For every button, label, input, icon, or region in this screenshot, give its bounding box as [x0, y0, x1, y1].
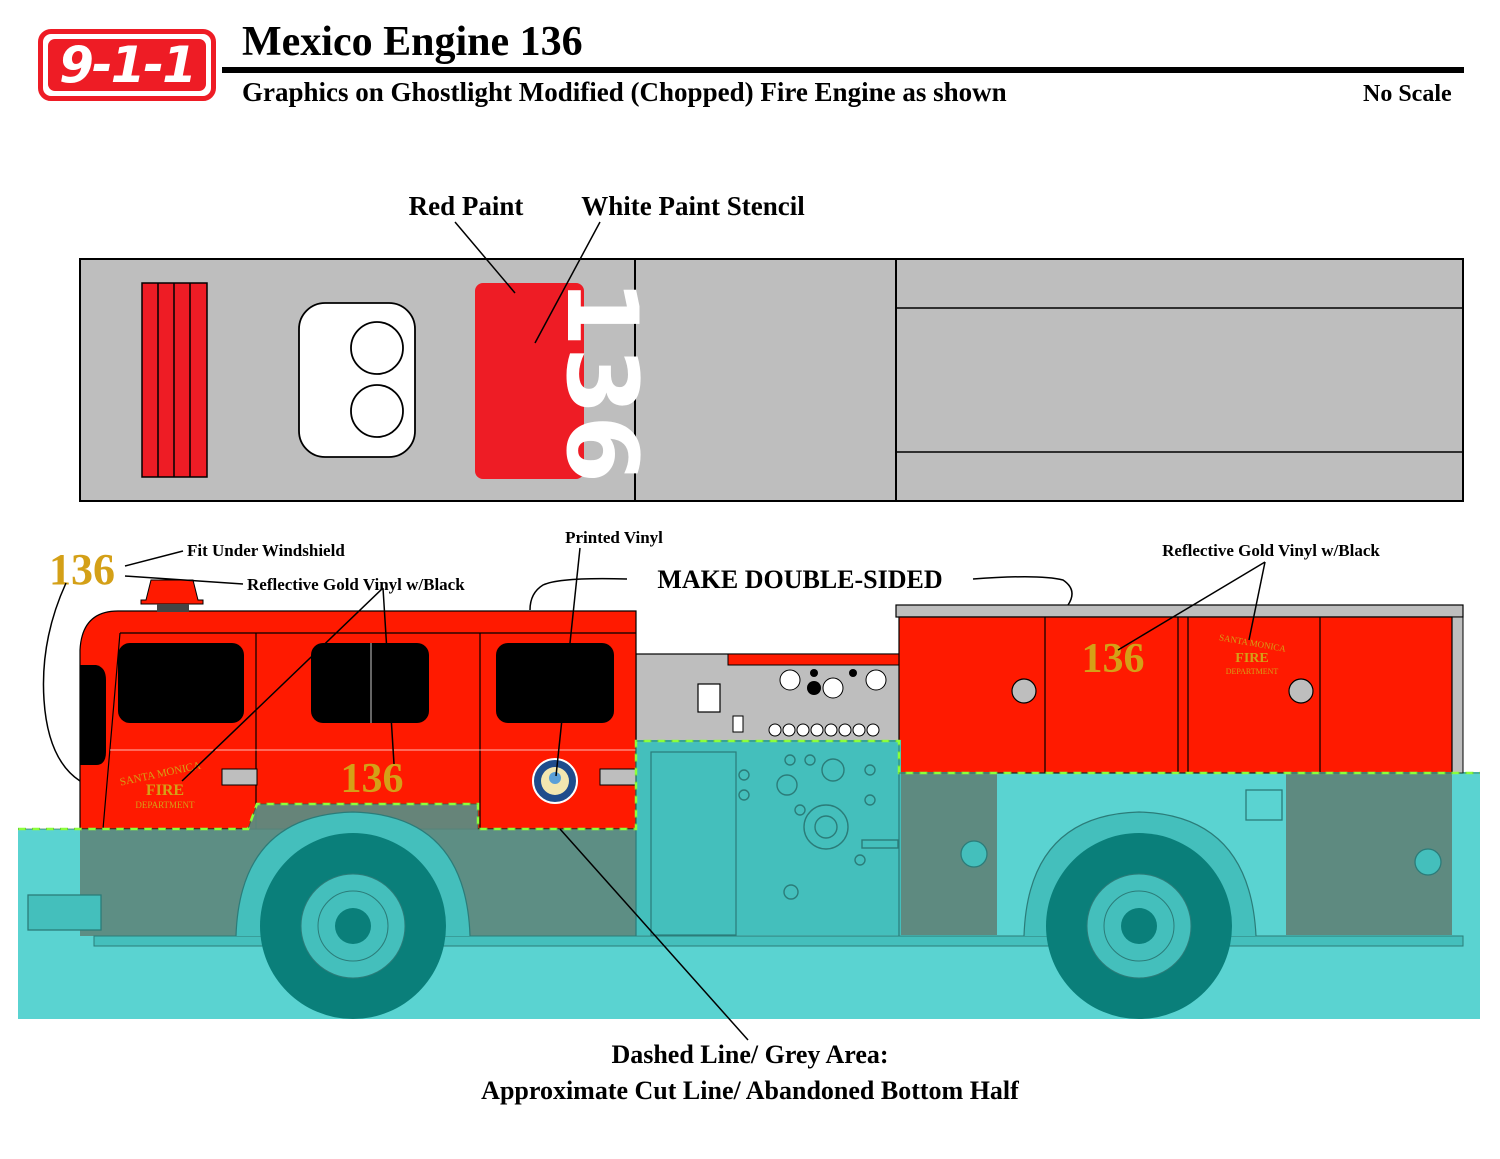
printed-vinyl-label: Printed Vinyl — [565, 528, 663, 547]
make-double-sided-label: MAKE DOUBLE-SIDED — [657, 565, 942, 594]
roof-siren-pod — [298, 302, 416, 458]
roof-number: 136 — [544, 279, 658, 484]
pump-outlets — [738, 754, 899, 900]
roof-view: 136 — [79, 221, 1464, 502]
scale-note: No Scale — [1363, 81, 1452, 107]
reflective-gold-right-label: Reflective Gold Vinyl w/Black — [1162, 541, 1380, 560]
fit-under-windshield-label: Fit Under Windshield — [187, 541, 345, 560]
roof-number-block — [475, 283, 584, 479]
reflective-gold-left-label: Reflective Gold Vinyl w/Black — [247, 575, 465, 594]
roof-light-bar — [141, 282, 208, 478]
dashed-line-desc: Approximate Cut Line/ Abandoned Bottom H… — [481, 1076, 1019, 1105]
pump-panel-gauges — [768, 669, 887, 737]
title-rule — [222, 67, 1464, 73]
911-logo-text: 9-1-1 — [48, 39, 206, 91]
white-stencil-label: White Paint Stencil — [581, 191, 805, 221]
svg-text:FIRE: FIRE — [1235, 651, 1268, 666]
911-logo: 9-1-1 — [38, 29, 216, 101]
dashed-line-title: Dashed Line/ Grey Area: — [611, 1040, 888, 1069]
svg-text:DEPARTMENT: DEPARTMENT — [1226, 667, 1279, 676]
windshield-number: 136 — [49, 545, 115, 594]
svg-text:FIRE: FIRE — [146, 782, 184, 799]
red-paint-label: Red Paint — [409, 191, 524, 221]
page-subtitle: Graphics on Ghostlight Modified (Chopped… — [242, 77, 1007, 107]
leader-lines — [42, 547, 1266, 1041]
side-view: 136 136 136 SANTA MONICA FIRE DEPARTMENT… — [18, 545, 1480, 1041]
svg-text:DEPARTMENT: DEPARTMENT — [135, 800, 195, 810]
body-number: 136 — [1082, 636, 1145, 682]
rear-wheel — [1046, 833, 1232, 1019]
city-seal — [532, 758, 578, 804]
cab-number: 136 — [341, 756, 404, 802]
front-wheel — [260, 833, 446, 1019]
rear-body — [898, 616, 1453, 774]
page-title: Mexico Engine 136 — [242, 19, 583, 65]
